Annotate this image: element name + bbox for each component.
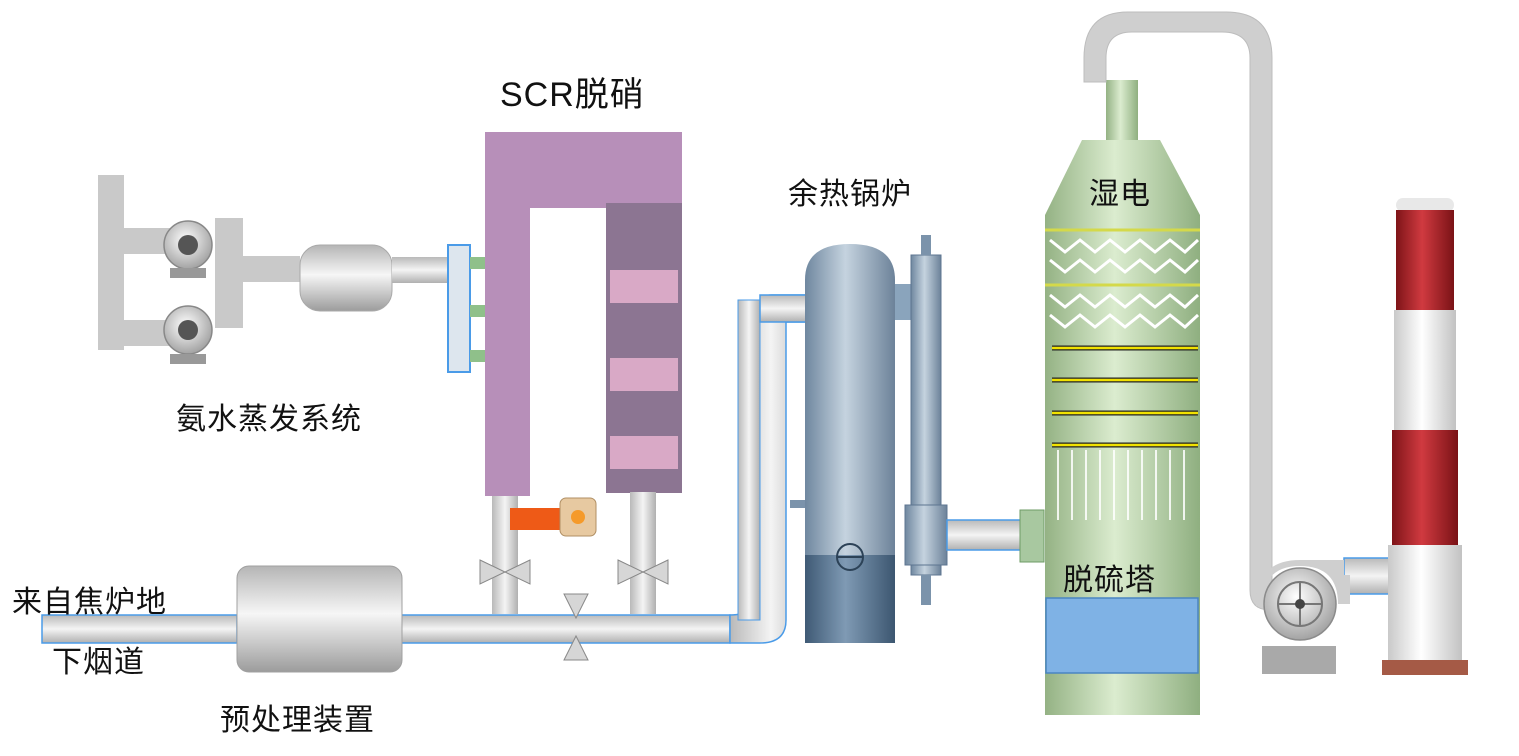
valve-icon bbox=[479, 559, 531, 585]
outlet-duct bbox=[1083, 11, 1407, 674]
induced-draft-fan-icon bbox=[1256, 560, 1350, 674]
waste-heat-boiler bbox=[790, 235, 1045, 643]
wet-esp-label: 湿电 bbox=[1089, 177, 1151, 212]
chimney-stack bbox=[1382, 198, 1468, 675]
ammonia-evaporation-label: 氨水蒸发系统 bbox=[176, 402, 362, 437]
flue-source-label-line2: 下烟道 bbox=[52, 645, 145, 680]
manhole-icon bbox=[836, 543, 864, 571]
flue-source-label-line1: 来自焦炉地 bbox=[12, 585, 167, 620]
fan-icon bbox=[163, 220, 213, 278]
desulfurization-tower-label: 脱硫塔 bbox=[1063, 563, 1156, 598]
fan-icon bbox=[163, 305, 213, 364]
burner-icon bbox=[510, 497, 597, 537]
spray-layers bbox=[1052, 345, 1198, 520]
pretreatment-unit-label: 预处理装置 bbox=[220, 703, 375, 738]
wesp-electrodes bbox=[1049, 238, 1200, 329]
pretreatment-unit bbox=[236, 565, 403, 673]
ammonia-evaporation-system bbox=[98, 175, 450, 364]
valve-icon bbox=[617, 559, 669, 585]
waste-heat-boiler-label: 余热锅炉 bbox=[788, 177, 912, 212]
desulfurization-tower bbox=[1045, 80, 1200, 715]
valve-icon bbox=[563, 593, 589, 661]
scr-denitration-label: SCR脱硝 bbox=[500, 76, 645, 114]
scr-reactor bbox=[447, 132, 682, 614]
